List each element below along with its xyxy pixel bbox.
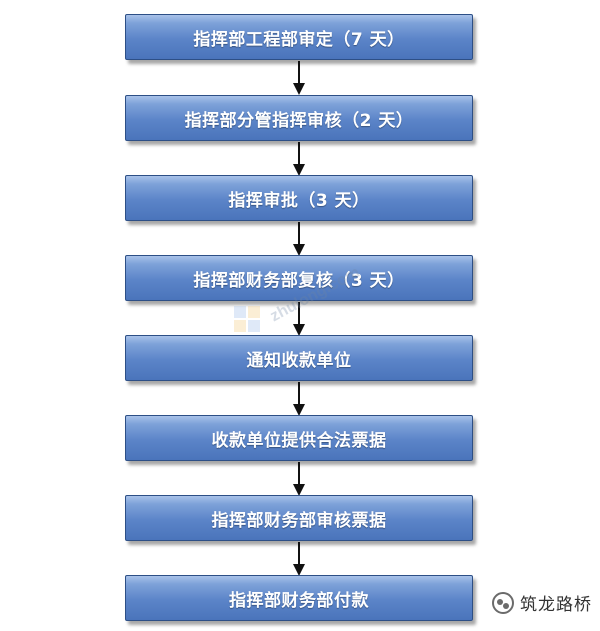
step-label-5: 通知收款单位 [246, 350, 352, 371]
arrow-2 [292, 142, 306, 176]
arrow-6 [292, 462, 306, 496]
step-box-6: 收款单位提供合法票据 [125, 415, 473, 461]
arrow-1 [292, 61, 306, 95]
step-label-3: 指挥审批（3 天） [228, 190, 370, 211]
step-label-1: 指挥部工程部审定（7 天） [193, 29, 405, 50]
step-box-1: 指挥部工程部审定（7 天） [125, 14, 473, 60]
step-label-7: 指挥部财务部审核票据 [211, 510, 387, 531]
step-box-7: 指挥部财务部审核票据 [125, 495, 473, 541]
arrow-7 [292, 542, 306, 576]
step-label-4: 指挥部财务部复核（3 天） [193, 270, 405, 291]
step-box-3: 指挥审批（3 天） [125, 175, 473, 221]
step-box-5: 通知收款单位 [125, 335, 473, 381]
account-signature: 筑龙路桥 [492, 590, 592, 615]
step-label-8: 指挥部财务部付款 [229, 590, 369, 611]
wechat-icon [492, 591, 514, 614]
signature-text: 筑龙路桥 [520, 595, 592, 615]
step-box-4: 指挥部财务部复核（3 天） [125, 255, 473, 301]
step-label-2: 指挥部分管指挥审核（2 天） [184, 110, 414, 131]
arrow-5 [292, 382, 306, 416]
step-box-2: 指挥部分管指挥审核（2 天） [125, 95, 473, 141]
arrow-3 [292, 222, 306, 256]
arrow-4 [292, 302, 306, 336]
step-box-8: 指挥部财务部付款 [125, 575, 473, 621]
step-label-6: 收款单位提供合法票据 [211, 430, 387, 451]
